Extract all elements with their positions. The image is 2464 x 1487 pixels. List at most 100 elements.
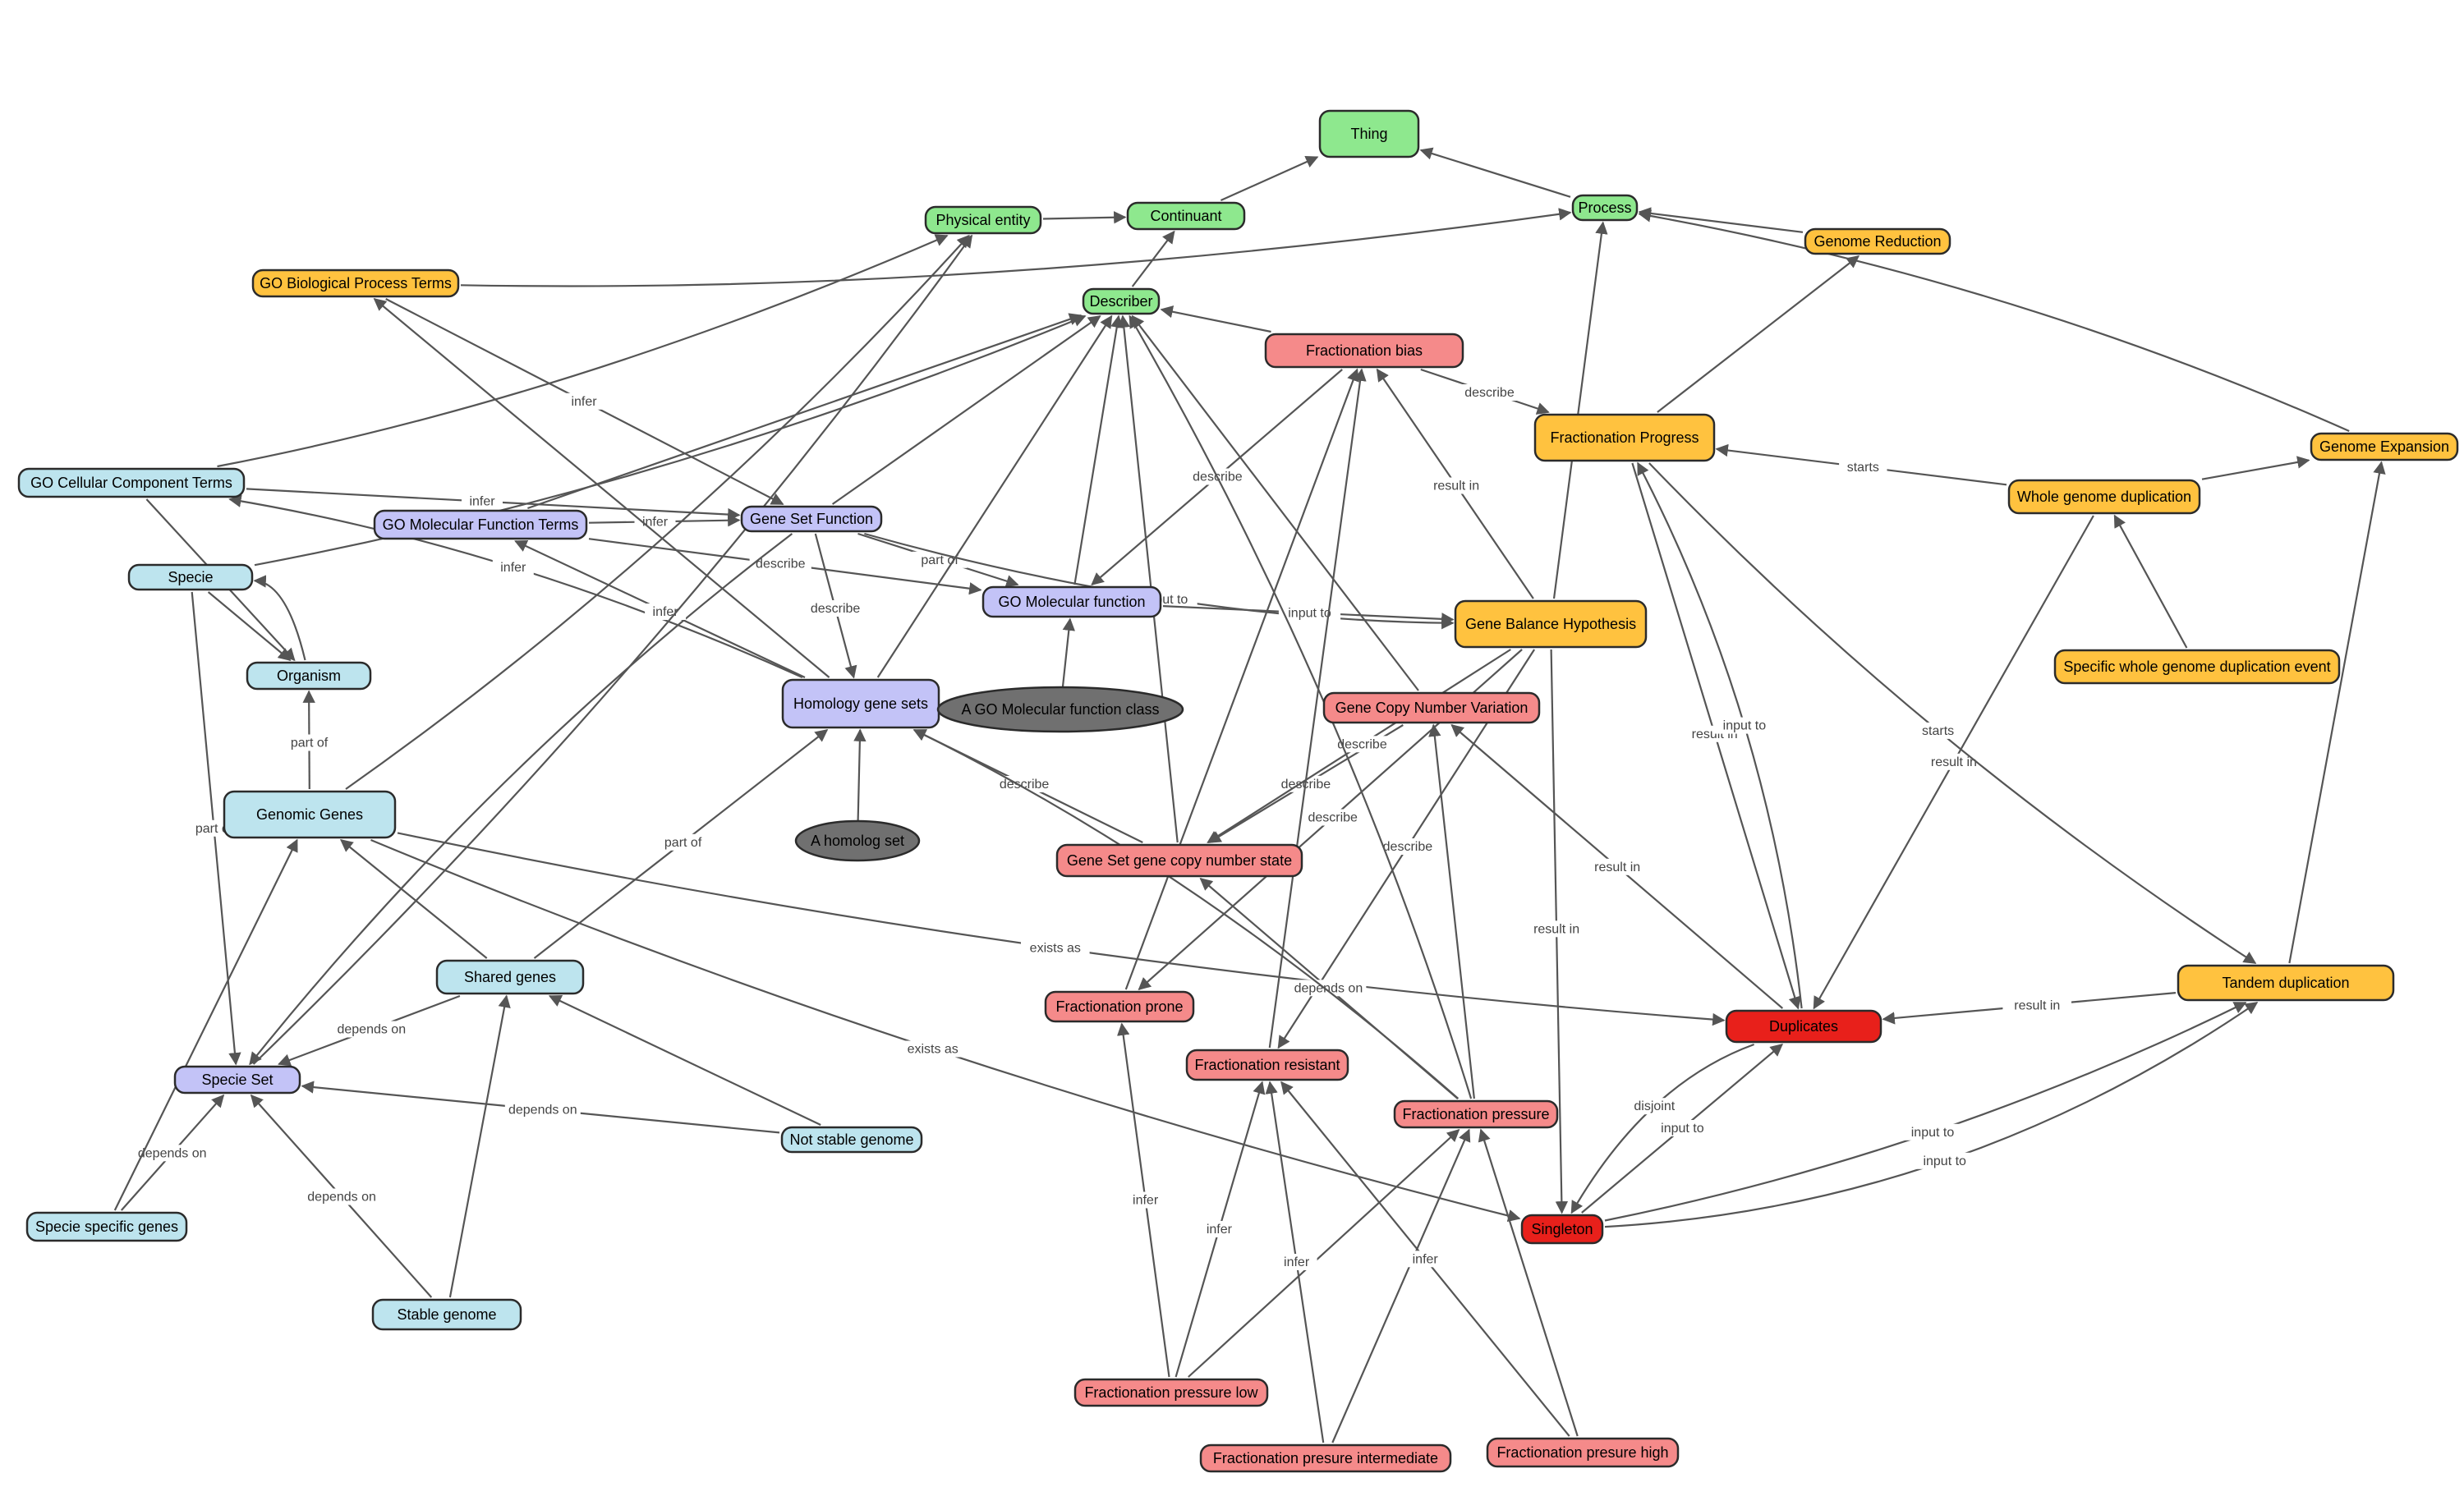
node-label: Duplicates — [1769, 1018, 1838, 1035]
edge-wgd-to-frac-progress: starts — [1715, 443, 2007, 486]
edge-label: result in — [1533, 922, 1579, 936]
node-go-cell[interactable]: GO Cellular Component Terms — [17, 467, 246, 498]
node-homology[interactable]: Homology gene sets — [781, 678, 940, 729]
edge-frac-pressure-to-gs-copy-state: depends on — [1199, 877, 1459, 1099]
edge-label-background — [282, 734, 337, 751]
edge-label-background — [1713, 717, 1776, 734]
edge-label-background — [749, 555, 811, 572]
edge-tandem-to-duplicates: result in — [1882, 992, 2177, 1025]
edge-label-background — [134, 1145, 210, 1162]
edge-go-bio-to-gene-set-function: infer — [385, 298, 784, 505]
node-go-mol-terms[interactable]: GO Molecular Function Terms — [373, 509, 588, 540]
edge-line — [913, 729, 1460, 1099]
edge-label-background — [1522, 920, 1591, 938]
edge-label: result in — [1594, 861, 1640, 874]
node-frac-int[interactable]: Fractionation presure intermediate — [1199, 1443, 1452, 1473]
edge-line — [1129, 314, 1473, 1099]
edge-label: describe — [1383, 840, 1433, 854]
edge-line — [1160, 305, 1271, 333]
edge-label: input to — [1723, 719, 1767, 733]
edge-frac-low-to-frac-prone: infer — [1117, 1022, 1170, 1378]
node-not-stable[interactable]: Not stable genome — [780, 1126, 923, 1154]
node-box — [1082, 287, 1161, 315]
node-label: Singleton — [1531, 1221, 1593, 1237]
node-gcnv[interactable]: Gene Copy Number Variation — [1322, 691, 1541, 724]
edge-gene-balance-to-gs-copy-state: describe — [1207, 649, 1511, 843]
node-duplicates[interactable]: Duplicates — [1725, 1009, 1882, 1044]
node-gene-set-function[interactable]: Gene Set Function — [740, 505, 883, 533]
node-gene-balance[interactable]: Gene Balance Hypothesis — [1454, 599, 1648, 649]
edge-homolog-set-to-homology — [853, 728, 867, 822]
node-singleton[interactable]: Singleton — [1520, 1214, 1604, 1245]
edge-line — [853, 728, 867, 822]
node-continuant[interactable]: Continuant — [1126, 201, 1246, 231]
node-thing[interactable]: Thing — [1318, 109, 1420, 158]
edge-frac-bias-to-frac-progress: describe — [1420, 368, 1550, 415]
node-gs-copy-state[interactable]: Gene Set gene copy number state — [1055, 843, 1303, 878]
node-specie[interactable]: Specie — [127, 563, 254, 591]
node-frac-high[interactable]: Fractionation presure high — [1486, 1437, 1680, 1468]
node-genomic-genes[interactable]: Genomic Genes — [223, 790, 397, 839]
edge-shared-genes-to-specie-set: depends on — [278, 994, 461, 1067]
node-go-bio[interactable]: GO Biological Process Terms — [251, 268, 460, 298]
node-specific-wgd[interactable]: Specific whole genome duplication event — [2053, 649, 2341, 685]
node-specie-set[interactable]: Specie Set — [173, 1065, 301, 1095]
node-genome-reduction[interactable]: Genome Reduction — [1804, 227, 1951, 255]
edge-gene-set-function-to-homology: describe — [804, 533, 867, 679]
node-wgd[interactable]: Whole genome duplication — [2007, 479, 2201, 515]
edge-singleton-to-duplicates: input to — [1581, 1044, 1783, 1214]
edge-label: starts — [1922, 724, 1954, 738]
edge-frac-bias-to-describer — [1160, 305, 1271, 333]
edge-label: exists as — [1030, 942, 1081, 956]
node-box — [794, 819, 921, 862]
node-frac-resistant[interactable]: Fractionation resistant — [1185, 1049, 1349, 1081]
edge-frac-int-to-frac-resistant: infer — [1265, 1081, 1325, 1443]
node-box — [1393, 1099, 1559, 1129]
node-label: Fractionation presure intermediate — [1213, 1450, 1438, 1466]
edge-label-background — [1404, 1251, 1446, 1268]
node-process[interactable]: Process — [1571, 194, 1639, 222]
node-box — [173, 1065, 301, 1095]
edge-line — [831, 315, 1101, 505]
edge-label: input to — [1911, 1126, 1955, 1140]
node-specie-specific[interactable]: Specie specific genes — [25, 1211, 188, 1242]
node-box — [1185, 1049, 1349, 1081]
node-go-mol-function[interactable]: GO Molecular function — [981, 585, 1162, 618]
node-label: Fractionation pressure — [1402, 1106, 1549, 1122]
node-go-mol-class[interactable]: A GO Molecular function class — [936, 686, 1184, 733]
edge-label: depends on — [508, 1103, 577, 1117]
node-shared-genes[interactable]: Shared genes — [435, 959, 585, 995]
node-label: Shared genes — [464, 969, 556, 985]
edge-not-stable-to-specie-set: depends on — [301, 1081, 780, 1134]
node-frac-bias[interactable]: Fractionation bias — [1264, 333, 1464, 369]
node-physical[interactable]: Physical entity — [924, 205, 1042, 235]
edge-label: depends on — [337, 1023, 406, 1037]
edge-gs-copy-state-to-describer — [1117, 314, 1179, 843]
node-frac-prone[interactable]: Fractionation prone — [1044, 990, 1195, 1023]
node-genome-expansion[interactable]: Genome Expansion — [2310, 432, 2459, 461]
edge-line — [113, 838, 298, 1211]
node-box — [1533, 413, 1716, 462]
node-frac-pressure[interactable]: Fractionation pressure — [1393, 1099, 1559, 1129]
edge-label-background — [333, 1021, 410, 1038]
node-homolog-set[interactable]: A homolog set — [794, 819, 921, 862]
edge-frac-high-to-frac-resistant: infer — [1280, 1081, 1570, 1437]
node-label: Tandem duplication — [2222, 975, 2349, 991]
node-label: Gene Set gene copy number state — [1067, 852, 1292, 869]
node-frac-progress[interactable]: Fractionation Progress — [1533, 413, 1716, 462]
edge-label: describe — [1000, 778, 1050, 792]
node-stable-genome[interactable]: Stable genome — [371, 1298, 522, 1331]
edge-label: part of — [291, 737, 329, 750]
node-organism[interactable]: Organism — [246, 661, 372, 691]
node-box — [781, 678, 940, 729]
edge-label: infer — [571, 395, 597, 409]
node-box — [981, 585, 1162, 618]
node-label: Genomic Genes — [256, 806, 363, 823]
edge-frac-progress-to-duplicates: result in — [1631, 462, 1801, 1010]
edge-homology-to-go-mol-terms: infer — [514, 539, 806, 678]
node-label: A homolog set — [811, 833, 904, 849]
edge-label: disjoint — [1634, 1099, 1675, 1113]
node-describer[interactable]: Describer — [1082, 287, 1161, 315]
node-tandem[interactable]: Tandem duplication — [2177, 964, 2395, 1002]
node-frac-low[interactable]: Fractionation pressure low — [1073, 1378, 1269, 1407]
